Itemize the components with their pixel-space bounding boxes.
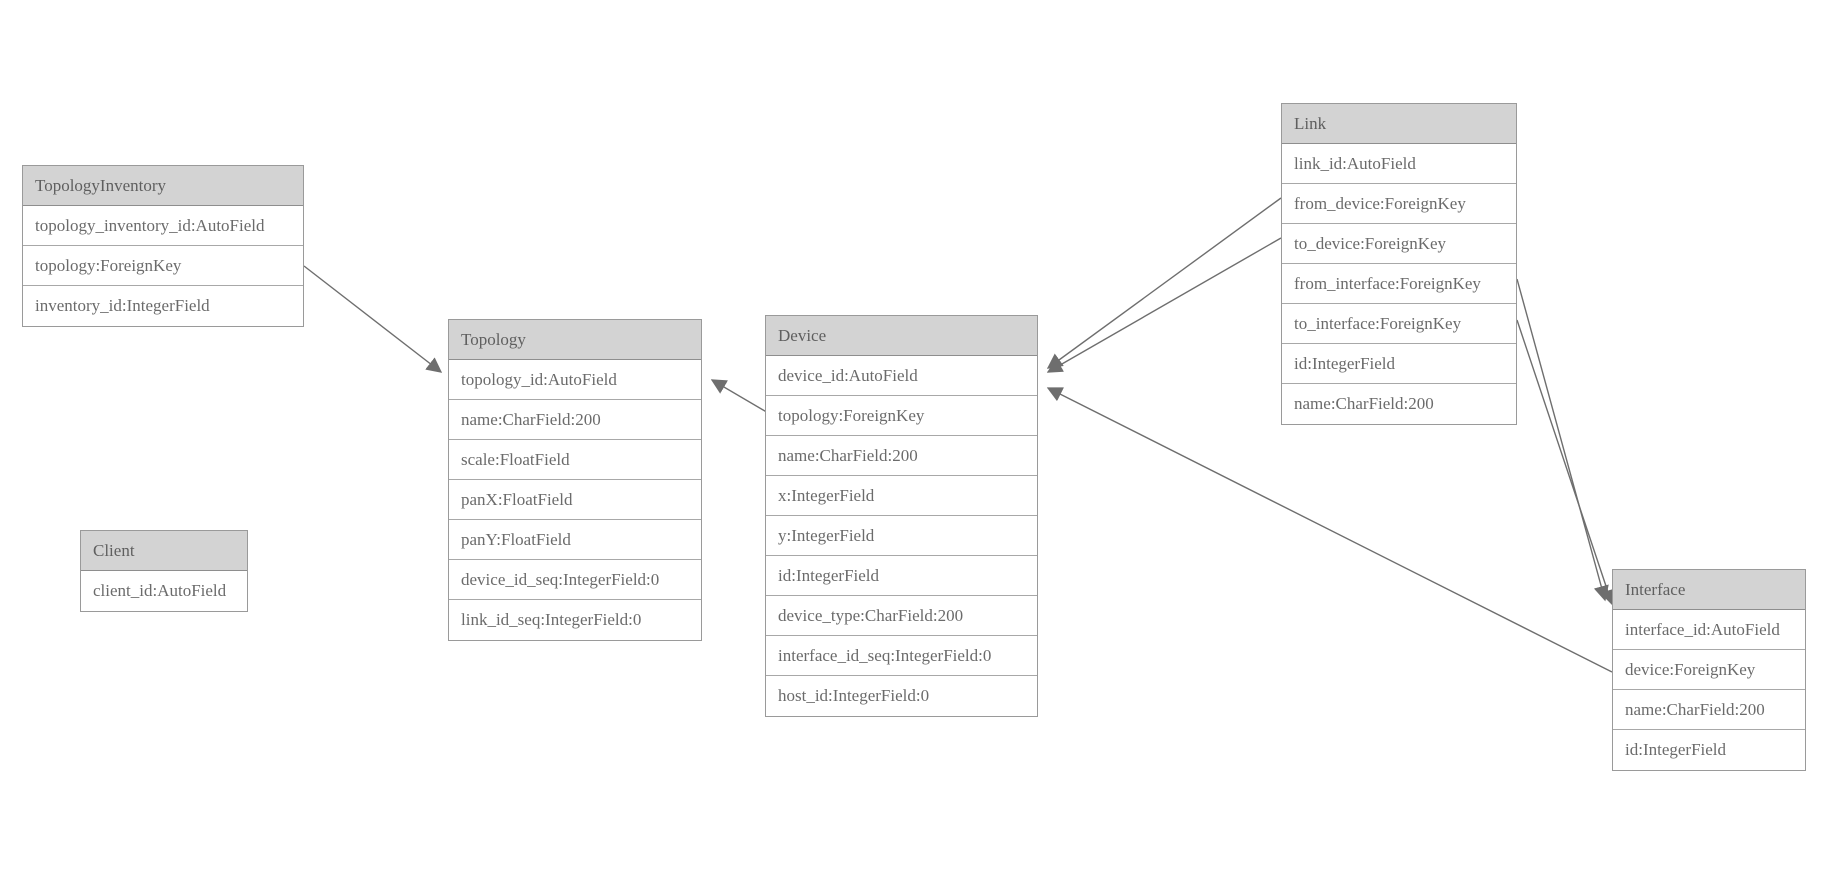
entity-field[interactable]: topology_id:AutoField [449,360,701,400]
entity-title-topology: Topology [449,320,701,360]
entity-title-link: Link [1282,104,1516,144]
entity-field[interactable]: client_id:AutoField [81,571,247,611]
entity-field[interactable]: inventory_id:IntegerField [23,286,303,326]
entity-field[interactable]: id:IntegerField [1613,730,1805,770]
edge-link-to-interface [1516,319,1615,606]
entity-field[interactable]: name:CharField:200 [766,436,1037,476]
entity-field[interactable]: scale:FloatField [449,440,701,480]
entity-field[interactable]: topology:ForeignKey [766,396,1037,436]
edge-device-topology [710,379,771,415]
edge-interface-device [1046,387,1613,673]
entity-field[interactable]: link_id:AutoField [1282,144,1516,184]
entity-field[interactable]: x:IntegerField [766,476,1037,516]
entity-field[interactable]: id:IntegerField [1282,344,1516,384]
entity-field[interactable]: y:IntegerField [766,516,1037,556]
entity-field[interactable]: from_device:ForeignKey [1282,184,1516,224]
edge-topologyinventory-topology [303,265,443,373]
entity-field[interactable]: interface_id_seq:IntegerField:0 [766,636,1037,676]
entity-field[interactable]: to_device:ForeignKey [1282,224,1516,264]
entity-field[interactable]: name:CharField:200 [449,400,701,440]
entity-field[interactable]: device_id:AutoField [766,356,1037,396]
entity-field[interactable]: host_id:IntegerField:0 [766,676,1037,716]
entity-field[interactable]: id:IntegerField [766,556,1037,596]
entity-field[interactable]: name:CharField:200 [1613,690,1805,730]
entity-field[interactable]: panX:FloatField [449,480,701,520]
edge-link-from-interface [1516,278,1609,602]
entity-title-client: Client [81,531,247,571]
edge-link-from-device [1046,197,1282,369]
entity-title-topology-inventory: TopologyInventory [23,166,303,206]
entity-field[interactable]: link_id_seq:IntegerField:0 [449,600,701,640]
entity-field[interactable]: device:ForeignKey [1613,650,1805,690]
entity-field[interactable]: topology_inventory_id:AutoField [23,206,303,246]
entity-title-device: Device [766,316,1037,356]
entity-title-interface: Interface [1613,570,1805,610]
entity-field[interactable]: from_interface:ForeignKey [1282,264,1516,304]
edge-link-to-device [1046,237,1282,373]
entity-field[interactable]: device_id_seq:IntegerField:0 [449,560,701,600]
entity-field[interactable]: name:CharField:200 [1282,384,1516,424]
entity-field[interactable]: interface_id:AutoField [1613,610,1805,650]
entity-field[interactable]: device_type:CharField:200 [766,596,1037,636]
entity-field[interactable]: to_interface:ForeignKey [1282,304,1516,344]
entity-field[interactable]: topology:ForeignKey [23,246,303,286]
entity-field[interactable]: panY:FloatField [449,520,701,560]
